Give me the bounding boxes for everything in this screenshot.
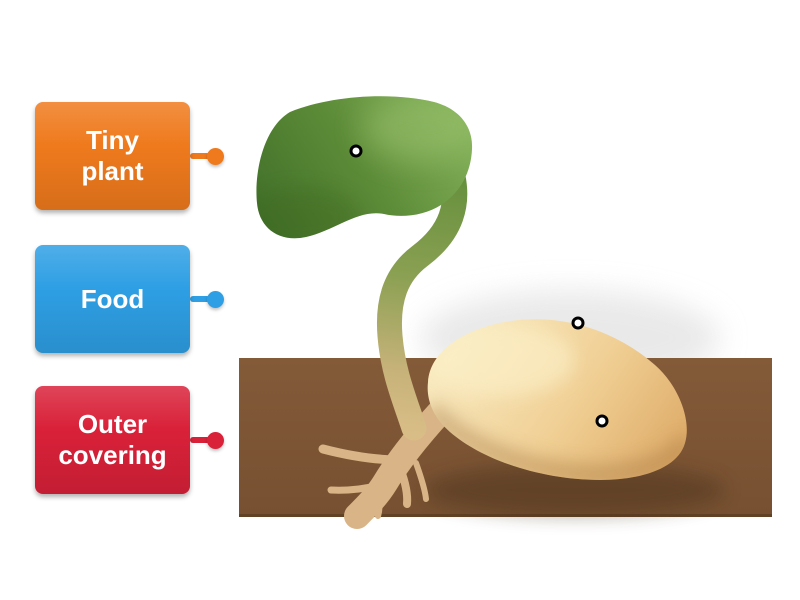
soil-bottom-edge [239, 514, 772, 517]
label-outer-covering[interactable]: Outer covering [35, 386, 190, 494]
label-connector-stem-outer-covering [190, 437, 210, 443]
seed-under-shade [427, 401, 687, 480]
marker-on-sprout-leaf[interactable] [349, 144, 363, 158]
seed-highlight [427, 324, 575, 396]
marker-above-seed[interactable] [571, 316, 585, 330]
marker-on-seed-body[interactable] [595, 414, 609, 428]
seed-shadow [425, 464, 725, 516]
label-tiny-plant[interactable]: Tiny plant [35, 102, 190, 210]
root-branch-left-low [327, 480, 389, 494]
label-connector-dot-tiny-plant[interactable] [207, 148, 224, 165]
label-food[interactable]: Food [35, 245, 190, 353]
label-connector-stem-tiny-plant [190, 153, 210, 159]
label-connector-dot-outer-covering[interactable] [207, 432, 224, 449]
root-branch-down-3 [375, 491, 383, 519]
label-connector-stem-food [190, 296, 210, 302]
root-branch-down-1 [396, 464, 412, 508]
label-connector-dot-food[interactable] [207, 291, 224, 308]
leaf-highlight [362, 96, 473, 162]
leaf-shade [256, 188, 360, 239]
root-branch-down-2 [413, 460, 429, 502]
sprout-stem [376, 147, 468, 441]
root-branch-left [318, 444, 405, 465]
